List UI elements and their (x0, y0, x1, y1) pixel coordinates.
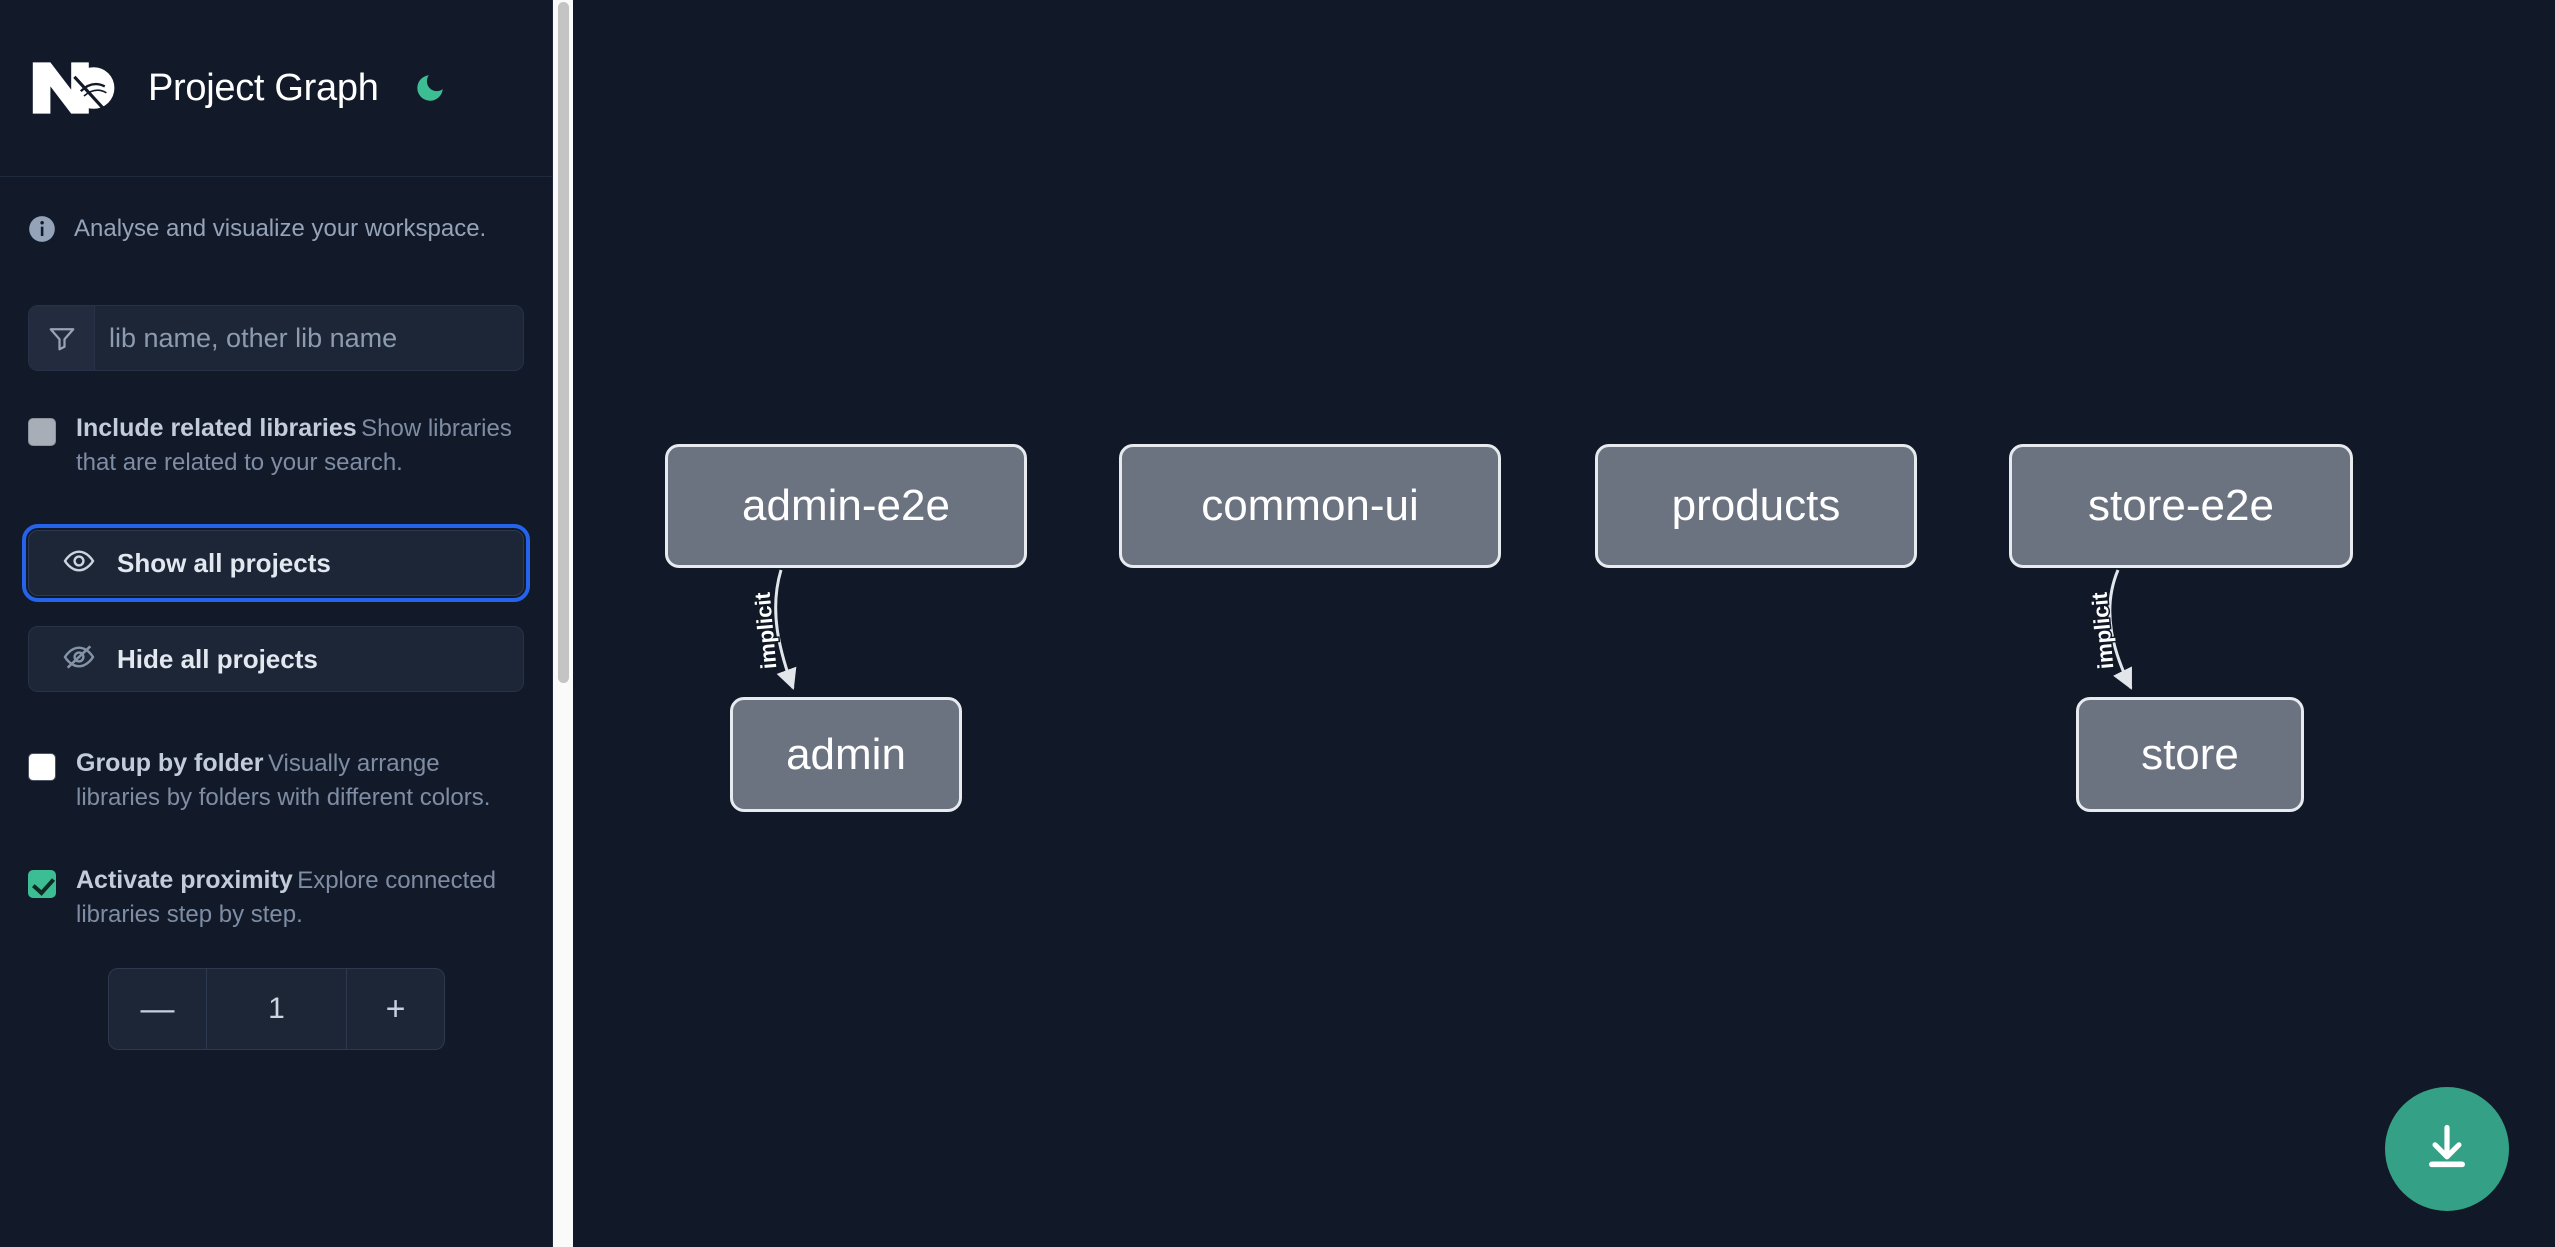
sidebar-scrollbar-thumb[interactable] (558, 2, 569, 683)
include-related-libraries-checkbox[interactable] (28, 418, 56, 446)
node-label: store (2141, 729, 2239, 779)
funnel-icon (29, 306, 95, 370)
graph-node-store-e2e[interactable]: store-e2e (2009, 444, 2353, 568)
nx-logo-icon (28, 56, 124, 120)
hide-all-projects-label: Hide all projects (117, 643, 318, 674)
search-input[interactable] (95, 306, 523, 370)
download-graph-button[interactable] (2385, 1087, 2509, 1211)
eye-off-icon (63, 641, 95, 678)
filter-field[interactable] (28, 305, 524, 371)
graph-edges: implicit implicit (748, 569, 2133, 690)
proximity-value: 1 (268, 992, 285, 1025)
node-label: store-e2e (2088, 481, 2274, 530)
option-activate-proximity[interactable]: Activate proximity Explore connected lib… (0, 863, 552, 932)
graph-node-admin-e2e[interactable]: admin-e2e (665, 444, 1027, 568)
tagline: Analyse and visualize your workspace. (0, 177, 552, 243)
graph-node-admin[interactable]: admin (730, 697, 962, 812)
option-label: Activate proximity (76, 866, 293, 894)
sidebar: Project Graph Analyse and visualize your… (0, 0, 553, 1247)
app-title: Project Graph (148, 66, 379, 109)
option-description: Explore connected libraries step by step… (76, 867, 496, 928)
proximity-increment-button[interactable]: + (346, 969, 444, 1049)
option-label: Include related libraries (76, 414, 357, 442)
option-include-related-libraries[interactable]: Include related libraries Show libraries… (0, 411, 552, 480)
graph-node-common-ui[interactable]: common-ui (1119, 444, 1501, 568)
option-label: Group by folder (76, 749, 264, 777)
show-all-projects-button[interactable]: Show all projects (22, 524, 530, 602)
graph-canvas[interactable]: implicit implicit admin-e2e common-ui pr… (573, 0, 2555, 1247)
edge-label-implicit-store: implicit (2087, 591, 2119, 671)
node-label: admin-e2e (742, 481, 950, 530)
info-icon (28, 215, 56, 243)
option-group-by-folder[interactable]: Group by folder Visually arrange librari… (0, 746, 552, 815)
graph-node-products[interactable]: products (1595, 444, 1917, 568)
graph-node-store[interactable]: store (2076, 697, 2304, 812)
proximity-stepper[interactable]: — 1 + (108, 968, 445, 1050)
option-description: Show libraries that are related to your … (76, 415, 512, 476)
tagline-text: Analyse and visualize your workspace. (74, 215, 487, 242)
download-icon (2421, 1121, 2473, 1178)
edge-store-e2e-store (2108, 569, 2133, 690)
group-by-folder-checkbox[interactable] (28, 753, 56, 781)
hide-all-projects-button[interactable]: Hide all projects (28, 626, 524, 692)
moon-icon[interactable] (407, 65, 453, 111)
node-label: common-ui (1201, 481, 1419, 530)
show-all-projects-label: Show all projects (117, 547, 331, 578)
eye-icon (63, 545, 95, 582)
edge-admin-e2e-admin (774, 569, 797, 690)
proximity-decrement-button[interactable]: — (109, 969, 207, 1049)
sidebar-header: Project Graph (0, 0, 552, 177)
node-label: products (1671, 481, 1841, 530)
node-label: admin (786, 729, 906, 779)
option-description: Visually arrange libraries by folders wi… (76, 750, 491, 811)
sidebar-scrollbar[interactable] (553, 0, 573, 1247)
activate-proximity-checkbox[interactable] (28, 870, 56, 898)
